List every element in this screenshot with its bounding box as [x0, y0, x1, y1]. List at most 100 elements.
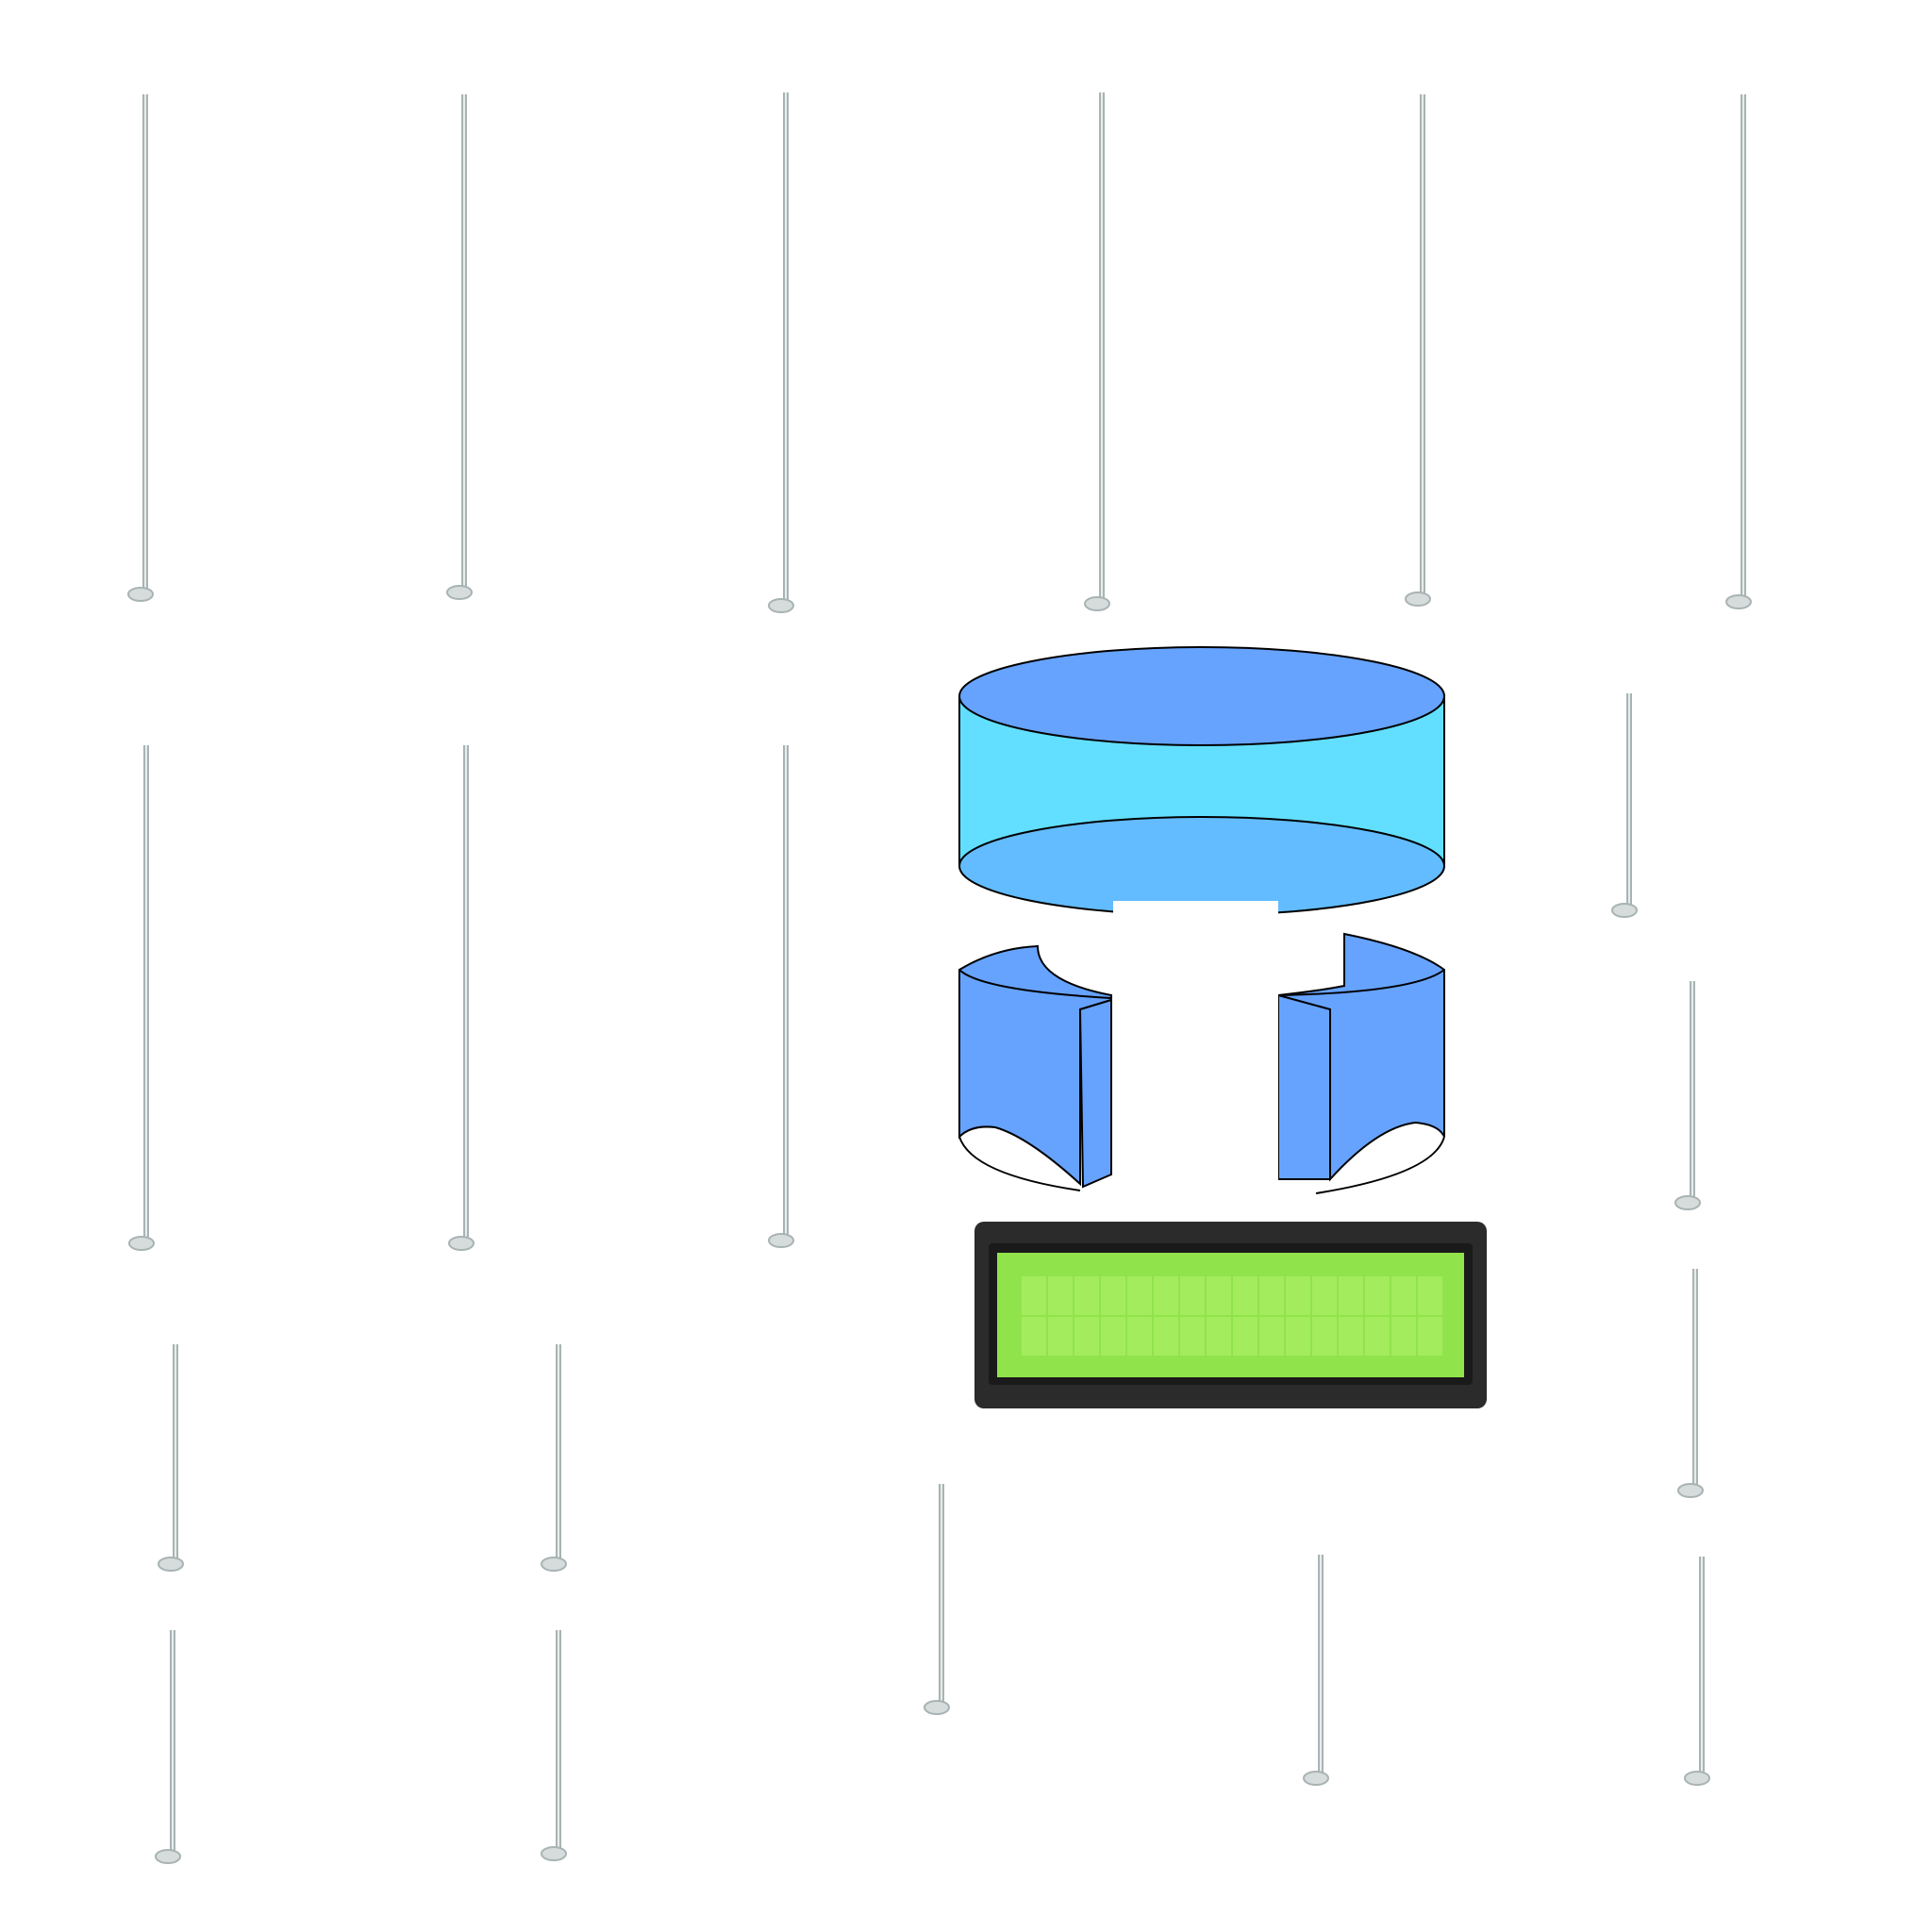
lcd-module — [974, 1222, 1487, 1408]
header-pin — [1405, 94, 1431, 607]
pin-highlight — [941, 1484, 942, 1707]
header-pin — [1674, 981, 1701, 1210]
lcd-cell — [1048, 1276, 1073, 1315]
pin-highlight — [1422, 94, 1424, 599]
pin-head — [768, 1233, 794, 1248]
pin-highlight — [785, 92, 787, 606]
lcd-cell — [1259, 1317, 1284, 1356]
lcd-cell — [1233, 1276, 1257, 1315]
lcd-cell — [1312, 1317, 1337, 1356]
pin-highlight — [463, 94, 465, 592]
pin-head — [128, 1236, 155, 1251]
pin-head — [1303, 1771, 1329, 1786]
pin-head — [1677, 1483, 1704, 1498]
pin-head — [158, 1557, 184, 1572]
lcd-cell — [1154, 1317, 1178, 1356]
header-pin — [448, 745, 475, 1251]
lcd-cell — [1418, 1276, 1442, 1315]
cylinder-open-top-rim-right — [1277, 969, 1445, 996]
lcd-cell — [1022, 1317, 1046, 1356]
lcd-cell — [1391, 1317, 1416, 1356]
pin-highlight — [1101, 92, 1103, 604]
pin-head — [1725, 594, 1752, 609]
pin-highlight — [558, 1344, 559, 1564]
lcd-cell — [1101, 1317, 1125, 1356]
lcd-cell — [1180, 1317, 1205, 1356]
header-pin — [158, 1344, 184, 1572]
lcd-cell — [1233, 1317, 1257, 1356]
lcd-cell — [1180, 1276, 1205, 1315]
header-pin — [768, 745, 794, 1248]
lcd-cell — [1365, 1317, 1390, 1356]
pin-head — [155, 1849, 181, 1864]
lcd-cell — [1074, 1276, 1099, 1315]
lcd-cell — [1101, 1276, 1125, 1315]
header-pin — [1677, 1269, 1704, 1498]
pin-head — [1611, 903, 1638, 918]
pin-highlight — [1691, 981, 1693, 1203]
lcd-cell — [1127, 1276, 1152, 1315]
lcd-cell — [1286, 1276, 1310, 1315]
pin-head — [446, 585, 473, 600]
header-pin — [128, 745, 155, 1251]
cylinder-open-top-rim-left — [958, 969, 1112, 999]
pin-highlight — [172, 1630, 174, 1857]
pin-highlight — [145, 745, 147, 1243]
cylinder-open-slot — [1113, 901, 1278, 1189]
cylinder-top-bottom-face — [958, 816, 1445, 916]
lcd-cell — [1365, 1276, 1390, 1315]
lcd-cell — [1312, 1276, 1337, 1315]
lcd-cell — [1154, 1276, 1178, 1315]
pin-head — [541, 1557, 567, 1572]
pin-head — [448, 1236, 475, 1251]
cylinder-open-right-face — [1277, 993, 1331, 1180]
pin-highlight — [144, 94, 146, 594]
pin-highlight — [785, 745, 787, 1241]
pin-highlight — [1628, 693, 1630, 910]
pin-highlight — [1742, 94, 1744, 602]
pin-highlight — [175, 1344, 176, 1564]
header-pin — [127, 94, 154, 602]
header-pin — [541, 1344, 567, 1572]
header-pin — [541, 1630, 567, 1861]
pin-head — [768, 598, 794, 613]
lcd-cell — [1418, 1317, 1442, 1356]
lcd-cell — [1207, 1276, 1231, 1315]
pin-highlight — [465, 745, 467, 1243]
lcd-cell — [1259, 1276, 1284, 1315]
header-pin — [446, 94, 473, 600]
cylinder-open-left-face — [1078, 998, 1112, 1189]
cylinder-top-part — [958, 646, 1445, 916]
pin-head — [541, 1846, 567, 1861]
pin-highlight — [558, 1630, 559, 1854]
lcd-cell — [1339, 1317, 1363, 1356]
pin-highlight — [1320, 1555, 1322, 1778]
header-pin — [1303, 1555, 1329, 1786]
header-pin — [1084, 92, 1110, 611]
pin-head — [127, 587, 154, 602]
cylinder-open-part — [958, 901, 1445, 1194]
header-pin — [1725, 94, 1752, 609]
lcd-cell — [1048, 1317, 1073, 1356]
lcd-cell — [1391, 1276, 1416, 1315]
pin-head — [1674, 1195, 1701, 1210]
header-pin — [924, 1484, 950, 1715]
lcd-cell — [1207, 1317, 1231, 1356]
header-pin — [1611, 693, 1638, 918]
header-pins — [127, 92, 1752, 1864]
pin-head — [1405, 591, 1431, 607]
cylinder-open-bottom-arc-left — [958, 1136, 1081, 1191]
header-pin — [768, 92, 794, 613]
header-pin — [1684, 1557, 1710, 1786]
pin-head — [1084, 596, 1110, 611]
pin-highlight — [1701, 1557, 1703, 1778]
lcd-character-grid — [1022, 1276, 1442, 1356]
lcd-cell — [1286, 1317, 1310, 1356]
cylinder-top-top-face — [958, 646, 1445, 746]
pin-head — [1684, 1771, 1710, 1786]
lcd-cell — [1074, 1317, 1099, 1356]
header-pin — [155, 1630, 181, 1864]
cylinder-open-bottom-arc-right — [1315, 1136, 1445, 1194]
lcd-cell — [1022, 1276, 1046, 1315]
